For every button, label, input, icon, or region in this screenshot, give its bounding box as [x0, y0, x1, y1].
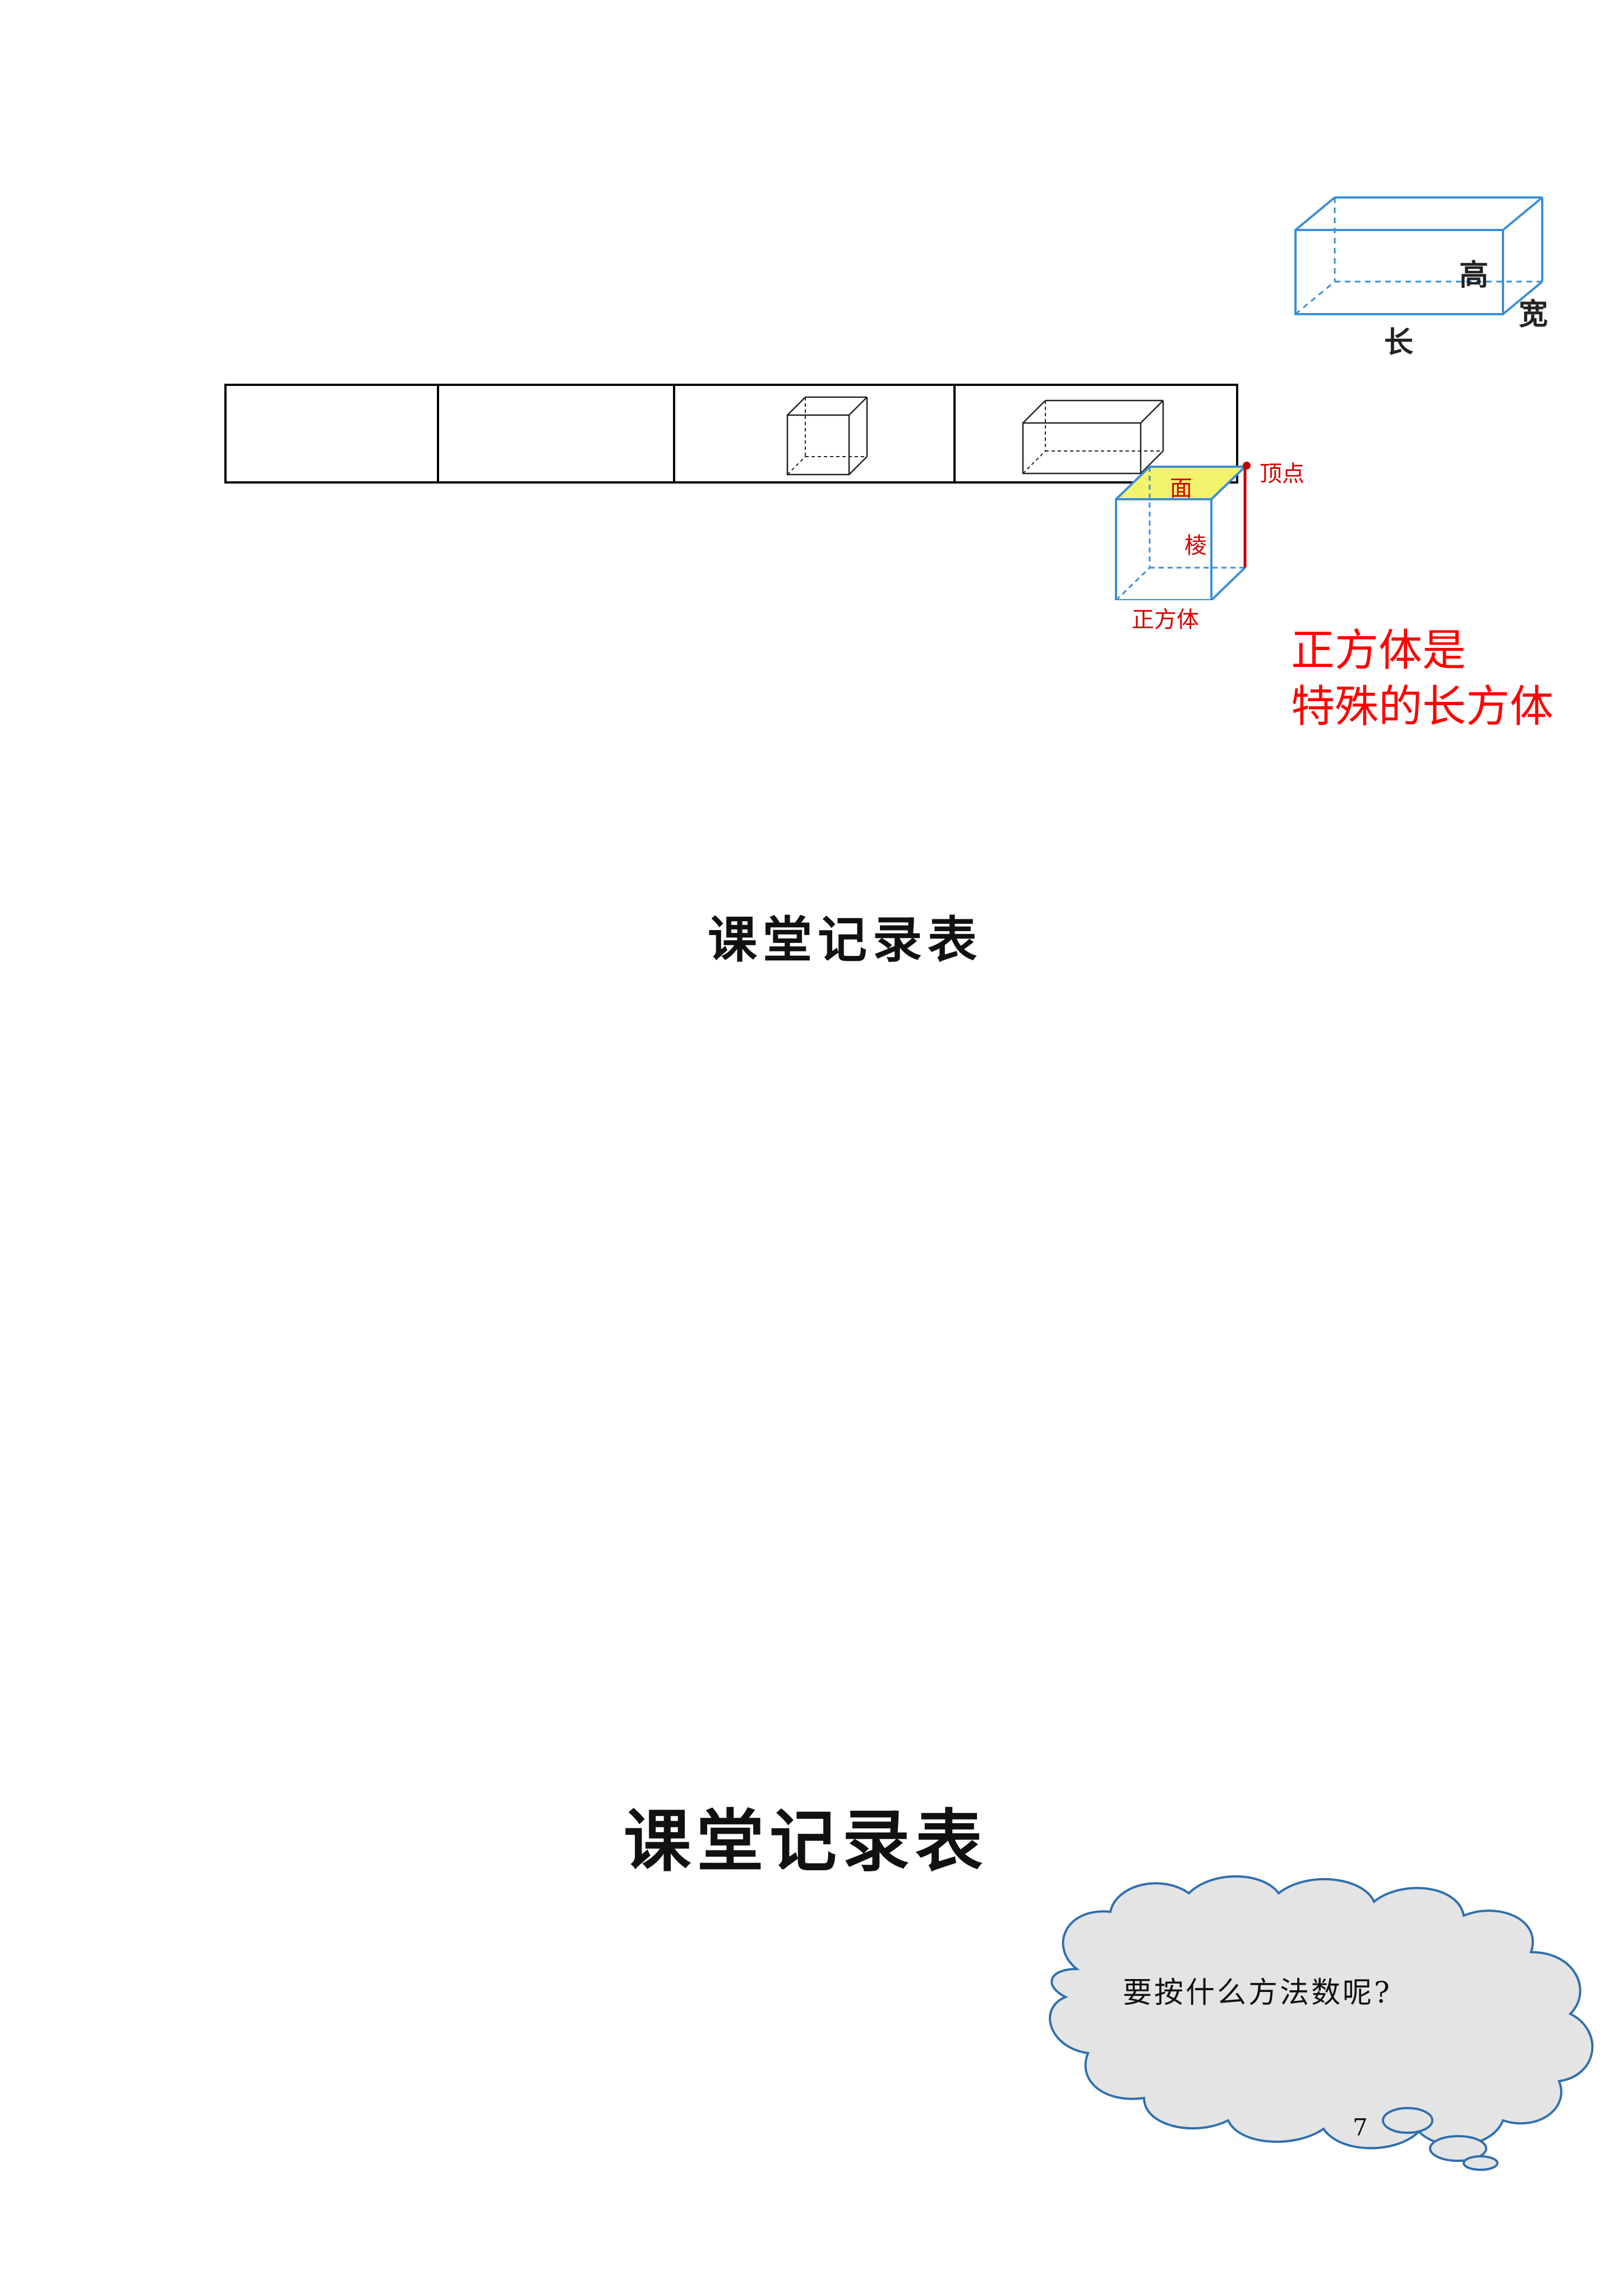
record-table [224, 384, 1239, 484]
cube-note-line2: 特殊的长方体 [1291, 682, 1554, 732]
cuboid-height-label: 高 [1459, 259, 1489, 292]
page-number: 7 [1353, 2114, 1368, 2141]
cube-note-line1: 正方体是 [1291, 625, 1467, 676]
cube-name-label: 正方体 [1132, 607, 1199, 633]
cube-diagram [1115, 462, 1251, 600]
cloud-text: 要按什么方法数呢? [1123, 1976, 1392, 2010]
section-title-2: 课堂记录表 [624, 1802, 988, 1881]
cuboid-width-label: 宽 [1519, 298, 1548, 332]
record-cell-2 [436, 384, 675, 484]
record-cell-cube [672, 384, 956, 484]
record-cell-1 [224, 384, 439, 484]
cuboid-diagram [1294, 196, 1543, 315]
cuboid-length-label: 长 [1384, 326, 1414, 360]
cube-face-label: 面 [1170, 476, 1192, 501]
cube-vertex-label: 顶点 [1260, 461, 1304, 487]
cube-sketch-icon [786, 396, 868, 476]
cube-note: 正方体是 特殊的长方体 [1291, 623, 1553, 735]
cuboid-sketch-icon [1022, 399, 1164, 475]
section-title-1: 课堂记录表 [707, 910, 983, 969]
cube-edge-label: 棱 [1184, 533, 1207, 559]
thought-cloud [1049, 1875, 1594, 2171]
